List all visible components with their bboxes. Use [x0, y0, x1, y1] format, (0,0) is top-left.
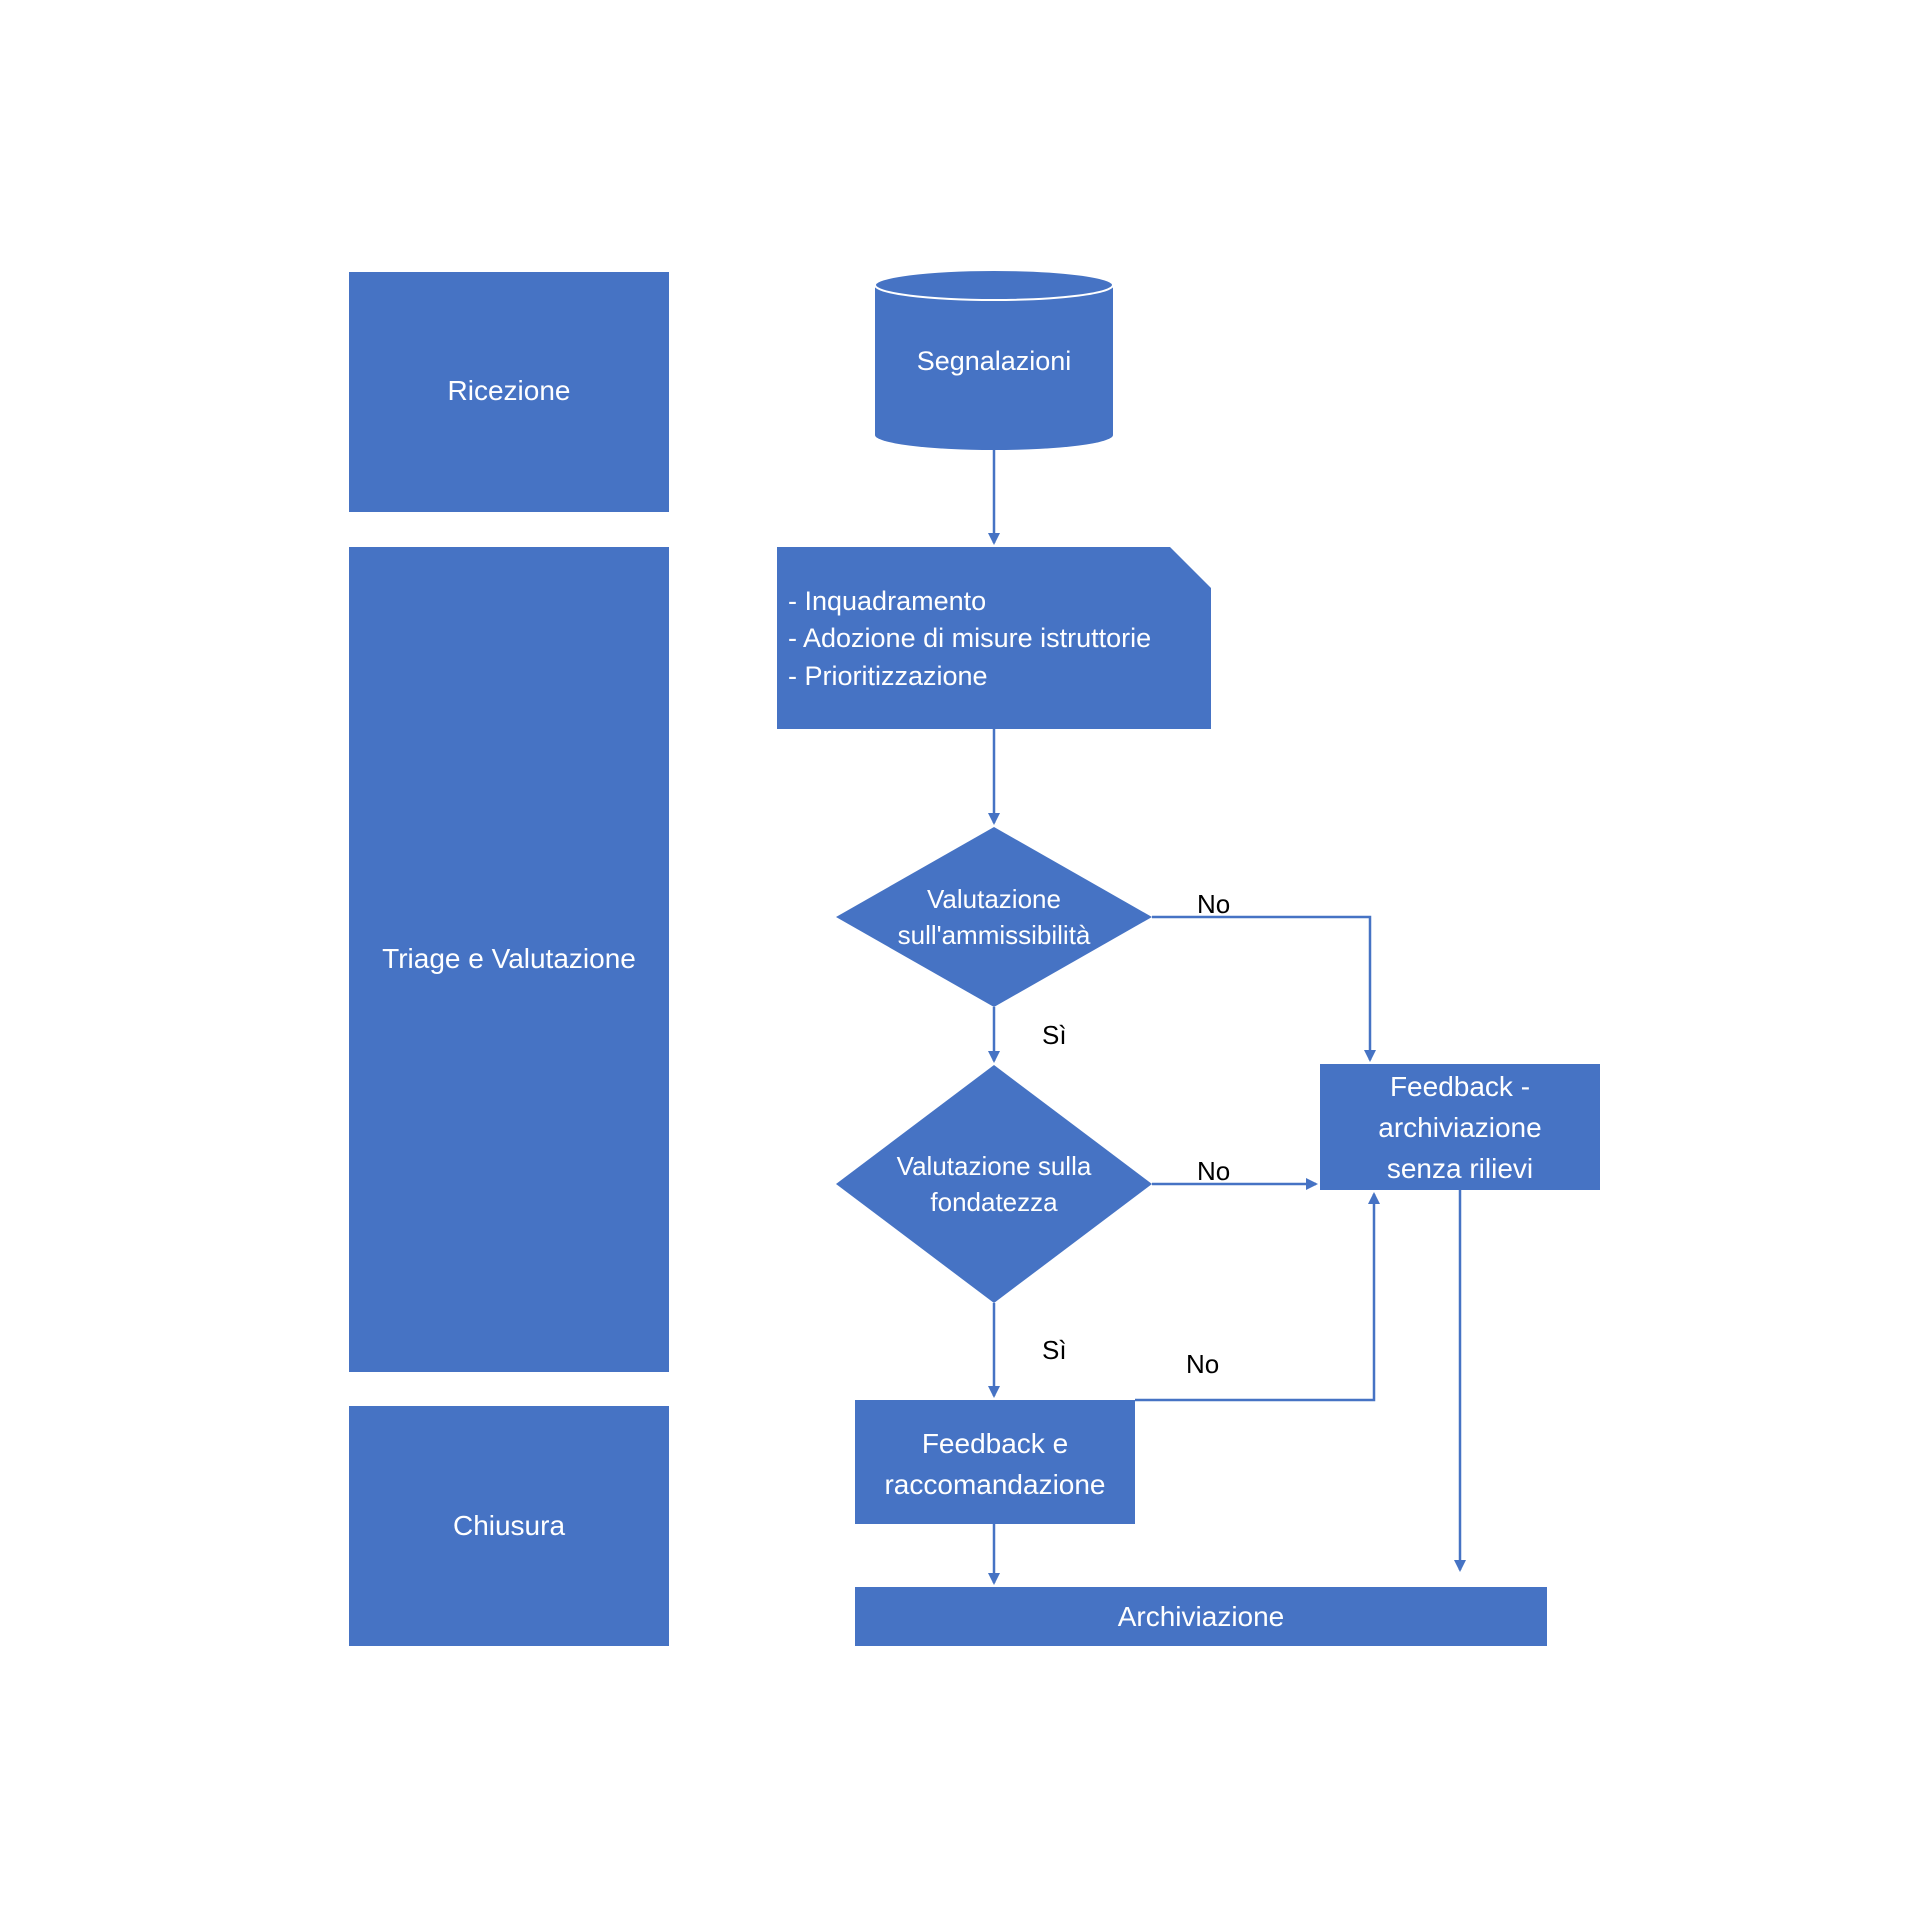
- istruttoria-line-2: - Adozione di misure istruttorie: [788, 623, 1151, 653]
- archiviazione-box: [855, 1587, 1547, 1646]
- phase-chiusura-box: [349, 1406, 669, 1646]
- feedback-archiviazione-line-3: senza rilievi: [1387, 1153, 1533, 1184]
- edge-label-fondatezza-no: No: [1197, 1156, 1230, 1186]
- connector-ammissibilita-feedback: [1152, 915, 1376, 1062]
- edge-label-raccomandazione-no: No: [1186, 1349, 1219, 1379]
- connectors: [988, 450, 1466, 1585]
- cylinder-top: [874, 269, 1114, 301]
- ammissibilita-line-2: sull'ammissibilità: [898, 920, 1091, 950]
- feedback-raccomandazione-line-1: Feedback e: [922, 1428, 1068, 1459]
- node-segnalazioni: Segnalazioni: [874, 269, 1114, 450]
- node-ammissibilita: Valutazione sull'ammissibilità: [836, 827, 1152, 1007]
- edge-label-ammissibilita-si: Sì: [1042, 1020, 1067, 1050]
- istruttoria-shape: [777, 547, 1211, 729]
- feedback-raccomandazione-line-2: raccomandazione: [884, 1469, 1105, 1500]
- istruttoria-line-1: - Inquadramento: [788, 586, 986, 616]
- phase-chiusura-label: Chiusura: [453, 1510, 565, 1541]
- phase-ricezione-box: [349, 272, 669, 512]
- phase-triage: Triage e Valutazione: [349, 547, 669, 1372]
- feedback-archiviazione-box: [1320, 1064, 1600, 1190]
- connector-raccomandazione-feedback: [1135, 1192, 1380, 1402]
- phase-triage-label: Triage e Valutazione: [382, 943, 636, 974]
- phase-chiusura: Chiusura: [349, 1406, 669, 1646]
- node-archiviazione: Archiviazione: [855, 1587, 1547, 1646]
- feedback-archiviazione-line-1: Feedback -: [1390, 1071, 1530, 1102]
- segnalazioni-label: Segnalazioni: [917, 346, 1072, 376]
- fondatezza-diamond: [836, 1065, 1152, 1303]
- istruttoria-line-3: - Prioritizzazione: [788, 661, 988, 691]
- fondatezza-line-1: Valutazione sulla: [897, 1151, 1092, 1181]
- archiviazione-label: Archiviazione: [1118, 1601, 1285, 1632]
- phase-ricezione: Ricezione: [349, 272, 669, 512]
- fondatezza-line-2: fondatezza: [930, 1187, 1058, 1217]
- node-feedback-archiviazione: Feedback - archiviazione senza rilievi: [1320, 1064, 1600, 1190]
- cylinder-body: [875, 285, 1113, 450]
- ammissibilita-diamond: [836, 827, 1152, 1007]
- node-fondatezza: Valutazione sulla fondatezza: [836, 1065, 1152, 1303]
- node-feedback-raccomandazione: Feedback e raccomandazione: [855, 1400, 1135, 1524]
- feedback-raccomandazione-box: [855, 1400, 1135, 1524]
- ammissibilita-line-1: Valutazione: [927, 884, 1061, 914]
- feedback-archiviazione-line-2: archiviazione: [1378, 1112, 1541, 1143]
- phase-triage-box: [349, 547, 669, 1372]
- phase-ricezione-label: Ricezione: [448, 375, 571, 406]
- edge-label-fondatezza-si: Sì: [1042, 1335, 1067, 1365]
- node-istruttoria: - Inquadramento - Adozione di misure ist…: [777, 547, 1211, 729]
- edge-label-ammissibilita-no: No: [1197, 889, 1230, 919]
